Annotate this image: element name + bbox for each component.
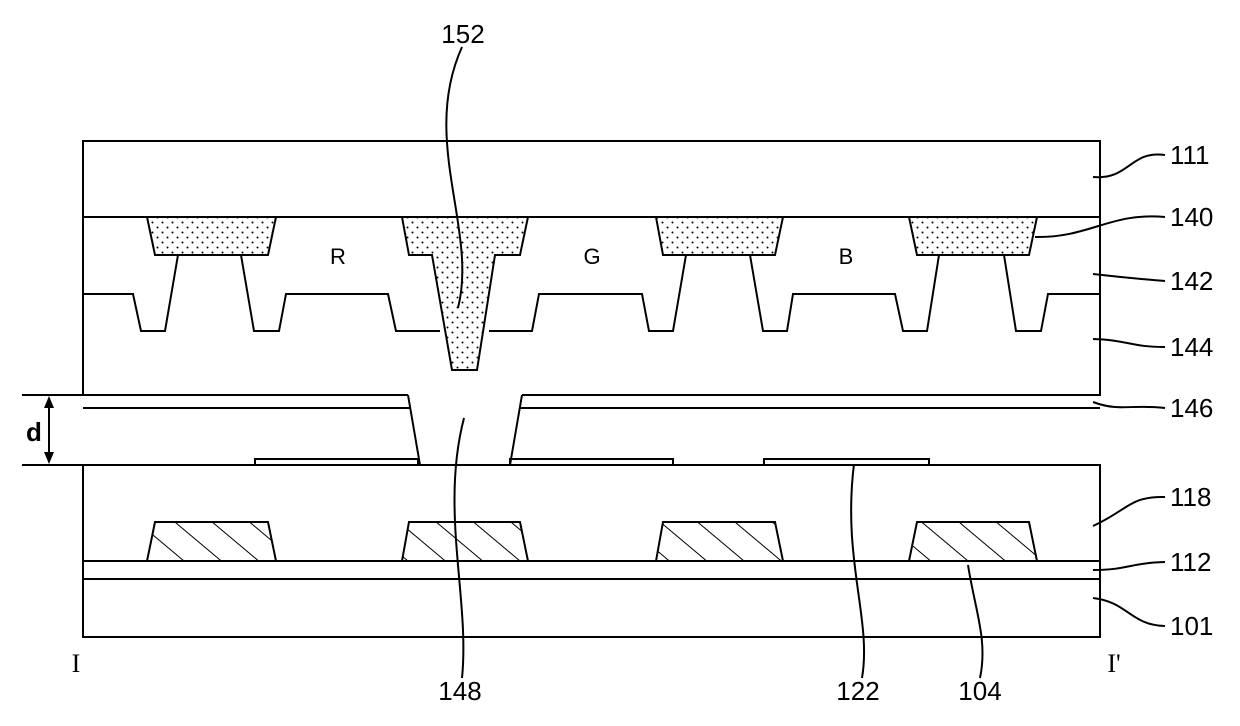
hatched-pattern-104	[147, 522, 1037, 561]
label-104: 104	[958, 676, 1001, 706]
gap-label-d: d	[26, 417, 42, 447]
label-148: 148	[438, 676, 481, 706]
label-111: 111	[1170, 140, 1210, 170]
spacer-hole-148	[408, 395, 522, 465]
label-144: 144	[1170, 332, 1213, 362]
column-spacer-152	[402, 217, 528, 370]
label-122: 122	[836, 676, 879, 706]
black-matrix-3	[909, 217, 1037, 255]
label-112: 112	[1170, 547, 1211, 577]
label-152: 152	[441, 19, 484, 49]
hatched-block-3	[656, 522, 783, 561]
label-146: 146	[1170, 393, 1213, 423]
gap-dimension: d	[22, 395, 83, 465]
label-142: 142	[1170, 266, 1213, 296]
section-marker-end: I'	[1107, 649, 1120, 678]
label-140: 140	[1170, 202, 1213, 232]
black-matrix-2	[656, 217, 783, 255]
color-filter-b: B	[839, 244, 854, 269]
hatched-block-1	[147, 522, 276, 561]
hatched-block-4	[909, 522, 1037, 561]
color-filter-g: G	[583, 244, 600, 269]
label-118: 118	[1170, 482, 1211, 512]
color-filter-r: R	[330, 244, 346, 269]
label-101: 101	[1170, 611, 1213, 641]
reference-labels: 152 111 140 142 144 146 118 112 101 148 …	[72, 19, 1214, 706]
hatched-block-2	[402, 522, 528, 561]
section-marker-start: I	[72, 649, 81, 678]
black-matrix-1	[147, 217, 276, 255]
